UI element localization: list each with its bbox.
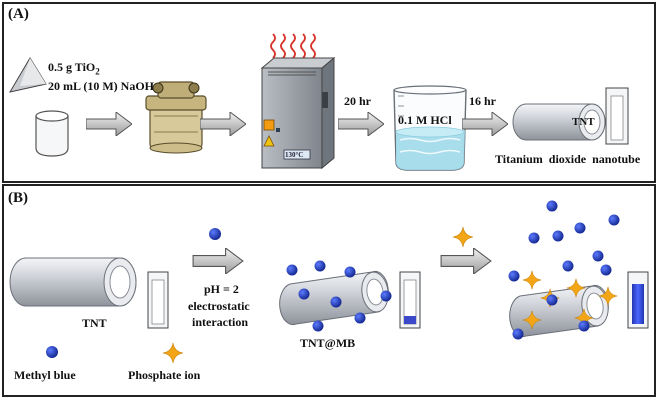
reagent-naoh-label: 20 mL (10 M) NaOH: [48, 79, 154, 93]
arrow-icon: [462, 112, 508, 136]
step-16hr-label: 16 hr: [469, 94, 496, 108]
nanotube-b-icon: [9, 257, 137, 307]
legend-phosphate-label: Phosphate ion: [128, 368, 201, 382]
condition-electrostatic: electrostatic: [188, 299, 250, 313]
tio2-powder-icon: [8, 57, 47, 93]
adsorbed-methyl-blue-dots: [286, 260, 392, 332]
panel-b-label: (B): [8, 190, 28, 206]
hcl-label: 0.1 M HCl: [398, 113, 452, 127]
condition-interaction: interaction: [192, 315, 248, 329]
nanotube-released-icon: [509, 285, 609, 337]
oven-display-text: 130°C: [285, 151, 304, 159]
beaker-small-icon: [35, 110, 69, 157]
arrow-icon: [440, 248, 492, 274]
cuvette-clear-icon: [605, 87, 629, 145]
autoclave-icon: [145, 81, 207, 154]
reagent-tio2-subscript: 2: [95, 66, 100, 77]
oven-icon: [260, 56, 336, 170]
cuvette-blue-icon: [627, 271, 649, 329]
legend-phosphate-icon: [162, 342, 184, 364]
nanotube-a-icon: [512, 103, 606, 141]
panel-b: [2, 184, 656, 397]
panel-a: [2, 2, 656, 183]
step-20hr-label: 20 hr: [344, 94, 371, 108]
panel-a-label: (A): [8, 6, 29, 22]
arrow-icon: [86, 112, 132, 136]
methyl-blue-dot: [209, 228, 221, 240]
heat-steam-icon: [270, 33, 316, 59]
condition-ph: pH = 2: [204, 282, 239, 296]
arrow-icon: [192, 248, 244, 274]
reagent-tio2-label: 0.5 g TiO2: [48, 60, 100, 76]
tnt-b-label: TNT: [82, 316, 107, 330]
legend-methyl-blue-dot: [46, 346, 58, 358]
cuvette-clear-icon: [147, 271, 169, 329]
legend-methyl-blue-label: Methyl blue: [14, 368, 76, 382]
tnt-mb-label: TNT@MB: [300, 336, 356, 350]
released-methyl-blue-dots: [508, 200, 620, 340]
hcl-beaker-icon: [393, 85, 467, 171]
phosphate-ion-icon: [452, 226, 474, 248]
arrow-icon: [338, 112, 384, 136]
arrow-icon: [200, 112, 246, 136]
tnt-a-label: TNT: [572, 116, 595, 128]
cuvette-pale-icon: [399, 271, 421, 329]
product-label: Titanium dioxide nanotube: [495, 152, 641, 166]
reagent-tio2-text: 0.5 g TiO: [48, 60, 96, 74]
